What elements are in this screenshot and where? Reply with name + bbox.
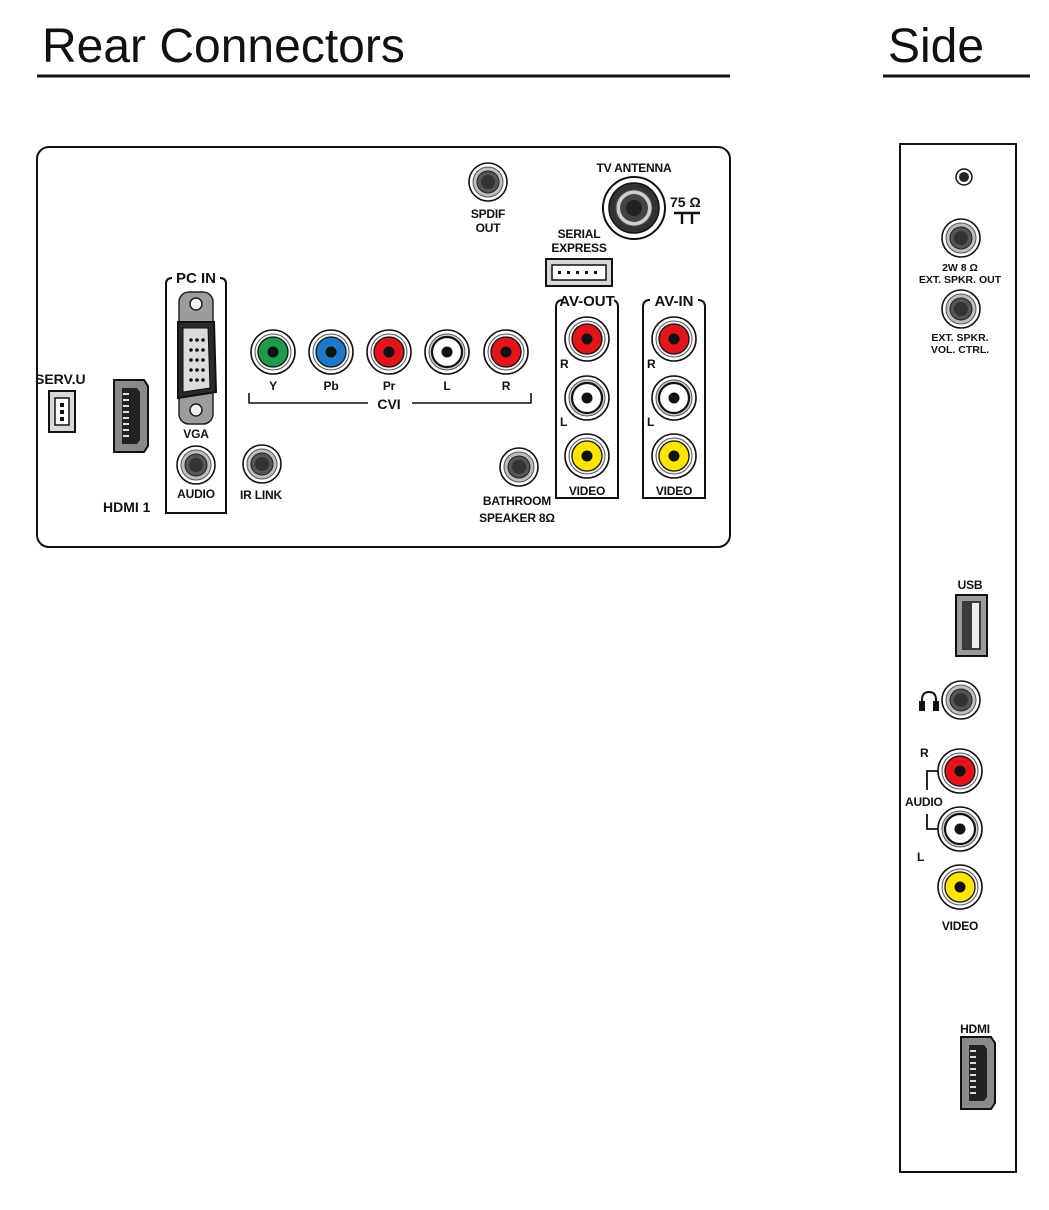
spdif-out-jack[interactable] [468, 162, 508, 202]
pc-audio-label: AUDIO [177, 487, 215, 501]
cvi-label: CVI [377, 396, 400, 412]
hdmi1-label: HDMI 1 [103, 499, 151, 515]
av-in-label: AV-IN [655, 293, 694, 310]
cvi-r-label: R [502, 379, 511, 393]
ir-link-jack[interactable] [242, 444, 282, 484]
pc-in-bracket [165, 277, 227, 514]
ground-icon [674, 211, 700, 224]
ext-spkr-out-label: EXT. SPKR. OUT [919, 274, 1002, 286]
side-hdmi-port[interactable] [960, 1036, 996, 1110]
tv-antenna-label: TV ANTENNA [597, 161, 672, 175]
cvi-pr-jack[interactable] [366, 329, 412, 375]
usb-port[interactable] [955, 594, 988, 657]
cvi-y-label: Y [269, 379, 277, 393]
av-out-r-jack[interactable] [564, 316, 610, 362]
cvi-l-jack[interactable] [423, 328, 471, 376]
av-in-l-jack[interactable] [650, 374, 698, 422]
ext-spkr-vol-label: VOL. CTRL. [931, 344, 989, 356]
av-out-r-label: R [560, 357, 569, 371]
av-in-video-jack[interactable] [651, 433, 697, 479]
serial-express-label: EXPRESS [551, 241, 606, 255]
pc-in-label: PC IN [176, 270, 216, 287]
ext-spkr-vol-label: EXT. SPKR. [931, 332, 988, 344]
cvi-y-jack[interactable] [250, 329, 296, 375]
pc-audio-jack[interactable] [176, 445, 216, 485]
vga-port[interactable] [177, 291, 218, 425]
side-hdmi-label: HDMI [960, 1022, 990, 1036]
side-audio-r-jack[interactable] [937, 748, 983, 794]
indicator-led [955, 168, 973, 186]
bathroom-speaker-label: BATHROOM [483, 494, 551, 508]
av-out-bracket [555, 299, 619, 499]
ohm-75-label: 75 Ω [670, 194, 701, 210]
av-in-r-label: R [647, 357, 656, 371]
av-in-video-label: VIDEO [656, 484, 692, 498]
side-video-label: VIDEO [942, 919, 978, 933]
spdif-label: SPDIF [471, 207, 505, 221]
av-out-l-jack[interactable] [563, 374, 611, 422]
av-out-video-label: VIDEO [569, 484, 605, 498]
serial-express-port[interactable] [545, 258, 613, 287]
usb-label: USB [958, 578, 983, 592]
side-heading: Side [888, 20, 984, 73]
serial-express-label: SERIAL [558, 227, 601, 241]
tv-antenna-port[interactable] [602, 176, 666, 240]
side-video-jack[interactable] [937, 864, 983, 910]
cvi-l-label: L [443, 379, 450, 393]
side-audio-label: AUDIO [905, 795, 943, 809]
cvi-pb-jack[interactable] [308, 329, 354, 375]
cvi-r-jack[interactable] [483, 329, 529, 375]
spdif-label: OUT [476, 221, 502, 235]
rear-connectors-heading: Rear Connectors [42, 20, 405, 73]
ext-spkr-vol-jack[interactable] [941, 289, 981, 329]
cvi-pb-label: Pb [324, 379, 339, 393]
serv-u-port[interactable] [48, 390, 76, 433]
bathroom-speaker-label: SPEAKER 8Ω [479, 511, 555, 525]
bathroom-speaker-jack[interactable] [499, 447, 539, 487]
av-out-video-jack[interactable] [564, 433, 610, 479]
vga-label: VGA [183, 427, 209, 441]
av-out-l-label: L [560, 415, 567, 429]
cvi-bracket [248, 393, 532, 404]
av-in-l-label: L [647, 415, 654, 429]
side-audio-r-label: R [920, 746, 929, 760]
ext-spkr-out-label: 2W 8 Ω [942, 262, 978, 274]
side-audio-l-jack[interactable] [936, 805, 984, 853]
side-audio-bracket [926, 770, 938, 830]
serv-u-label: SERV.U [35, 371, 86, 387]
cvi-pr-label: Pr [383, 379, 396, 393]
hdmi1-port[interactable] [113, 379, 149, 453]
side-audio-l-label: L [917, 850, 924, 864]
av-out-label: AV-OUT [559, 293, 615, 310]
av-in-bracket [642, 299, 706, 499]
ext-spkr-out-jack[interactable] [941, 218, 981, 258]
av-in-r-jack[interactable] [651, 316, 697, 362]
ir-link-label: IR LINK [240, 488, 282, 502]
headphone-jack[interactable] [941, 680, 981, 720]
headphone-icon [919, 690, 939, 711]
